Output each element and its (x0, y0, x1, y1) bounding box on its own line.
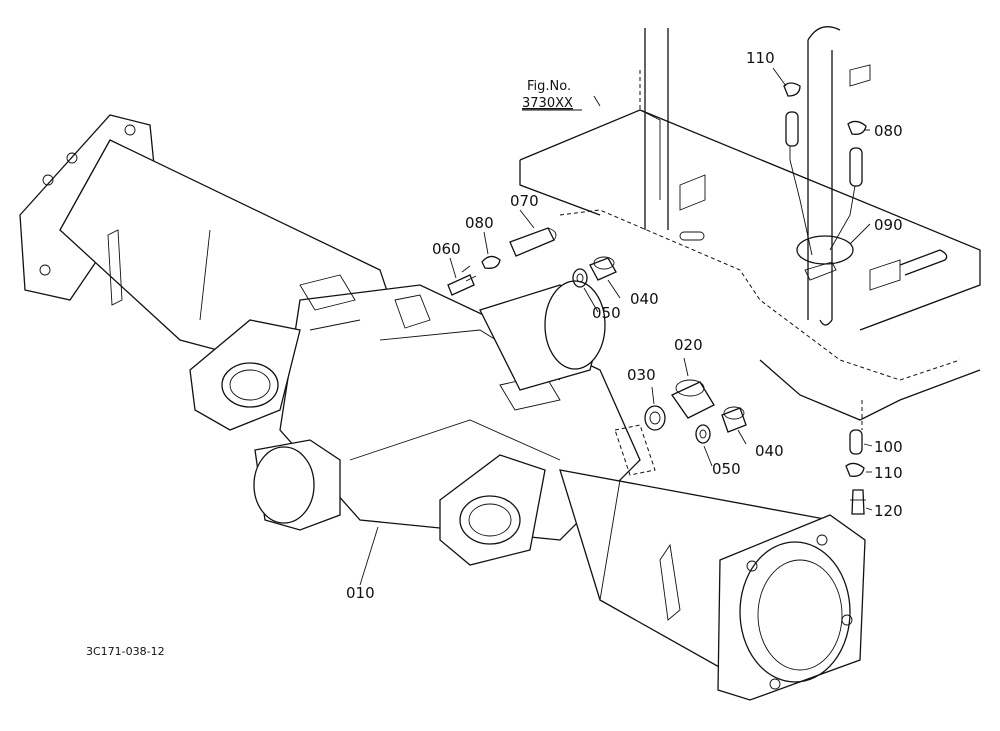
callout-060: 060 (432, 240, 461, 258)
callout-010: 010 (346, 584, 375, 602)
callout-110-top: 110 (746, 49, 775, 67)
leader-lines (449, 67, 873, 511)
callout-050-lower: 050 (712, 460, 741, 478)
frame-outline (519, 26, 981, 430)
callout-080-right: 080 (874, 122, 903, 140)
small-parts (447, 82, 867, 515)
fig-ref-label: Fig.No. (527, 79, 571, 94)
callout-090: 090 (874, 216, 903, 234)
callout-020: 020 (674, 336, 703, 354)
callout-labels: 010 020 030 040 040 050 050 060 070 080 … (346, 49, 903, 602)
callout-070: 070 (510, 192, 539, 210)
axle-housing (19, 114, 866, 701)
callout-080-left: 080 (465, 214, 494, 232)
callout-100: 100 (874, 438, 903, 456)
callout-110-bottom: 110 (874, 464, 903, 482)
callout-050-upper: 050 (592, 304, 621, 322)
callout-040-upper: 040 (630, 290, 659, 308)
fig-ref-number: 3730XX (522, 96, 573, 111)
figure-reference: Fig.No. 3730XX (522, 79, 582, 111)
callout-030: 030 (627, 366, 656, 384)
drawing-code: 3C171-038-12 (86, 645, 165, 658)
callout-120: 120 (874, 502, 903, 520)
callout-040-lower: 040 (755, 442, 784, 460)
